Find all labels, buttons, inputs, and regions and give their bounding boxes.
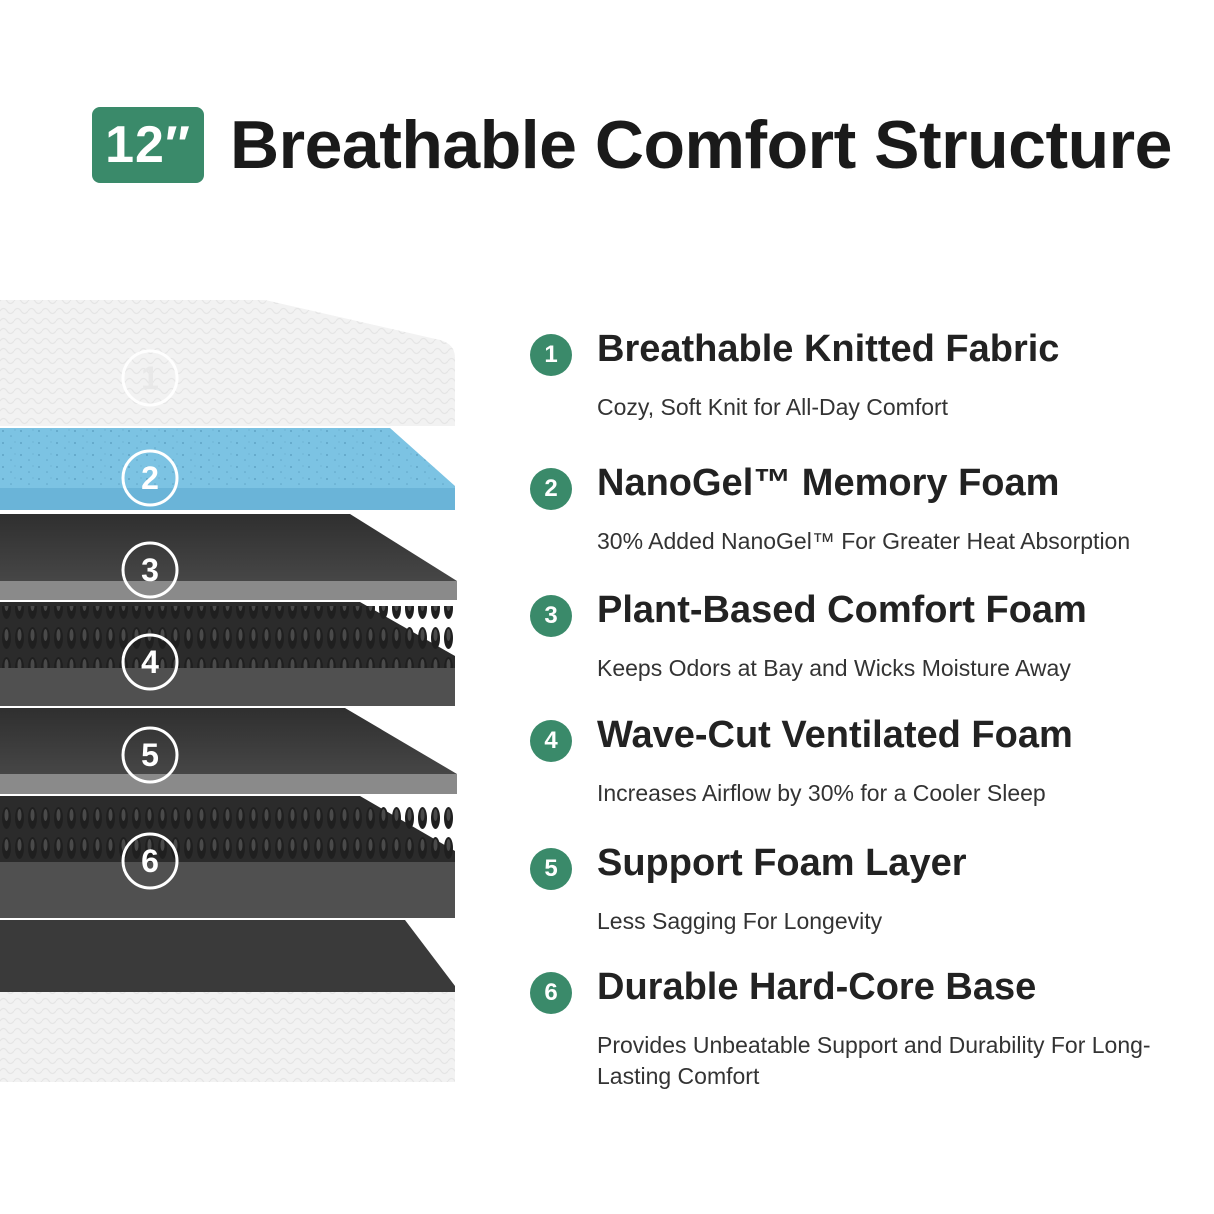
feature-description: Increases Airflow by 30% for a Cooler Sl… <box>597 780 1046 806</box>
feature-description: Cozy, Soft Knit for All-Day Comfort <box>597 394 949 420</box>
feature-name: NanoGel™ Memory Foam <box>597 462 1060 504</box>
page-title: Breathable Comfort Structure <box>230 107 1172 183</box>
feature-name: Support Foam Layer <box>597 842 967 884</box>
base-cover <box>0 920 455 1082</box>
feature-name: Wave-Cut Ventilated Foam <box>597 714 1073 756</box>
feature-number: 4 <box>530 720 572 762</box>
feature-name: Durable Hard-Core Base <box>597 966 1037 1008</box>
layer-marker-6: 6 <box>141 843 159 879</box>
layer-4-wave-foam <box>0 602 455 706</box>
layer-number-markers <box>121 349 179 890</box>
thickness-badge: 12″ <box>92 107 204 183</box>
feature-number: 6 <box>530 972 572 1014</box>
feature-number: 2 <box>530 468 572 510</box>
feature-number: 3 <box>530 595 572 637</box>
layer-2-gel-foam <box>0 428 455 510</box>
layer-3-comfort-foam <box>0 514 457 600</box>
layer-marker-2: 2 <box>141 460 159 496</box>
feature-description: Provides Unbeatable Support and Durabili… <box>597 1032 1151 1089</box>
layer-marker-3: 3 <box>141 552 159 588</box>
mattress-layer-illustration: 1 2 3 4 5 6 <box>0 296 470 1096</box>
feature-name: Breathable Knitted Fabric <box>597 328 1060 370</box>
layer-marker-1: 1 <box>141 360 159 396</box>
layer-marker-5: 5 <box>141 737 159 773</box>
layer-6-wave-foam <box>0 796 455 918</box>
feature-description: Less Sagging For Longevity <box>597 908 883 934</box>
feature-name: Plant-Based Comfort Foam <box>597 589 1087 631</box>
feature-description: Keeps Odors at Bay and Wicks Moisture Aw… <box>597 655 1071 681</box>
feature-description: 30% Added NanoGel™ For Greater Heat Abso… <box>597 528 1131 554</box>
feature-number: 5 <box>530 848 572 890</box>
layer-marker-4: 4 <box>141 644 159 680</box>
header: 12″ Breathable Comfort Structure <box>92 106 1172 184</box>
layer-5-support-foam <box>0 708 457 794</box>
layer-1-fabric <box>0 300 455 426</box>
feature-number: 1 <box>530 334 572 376</box>
